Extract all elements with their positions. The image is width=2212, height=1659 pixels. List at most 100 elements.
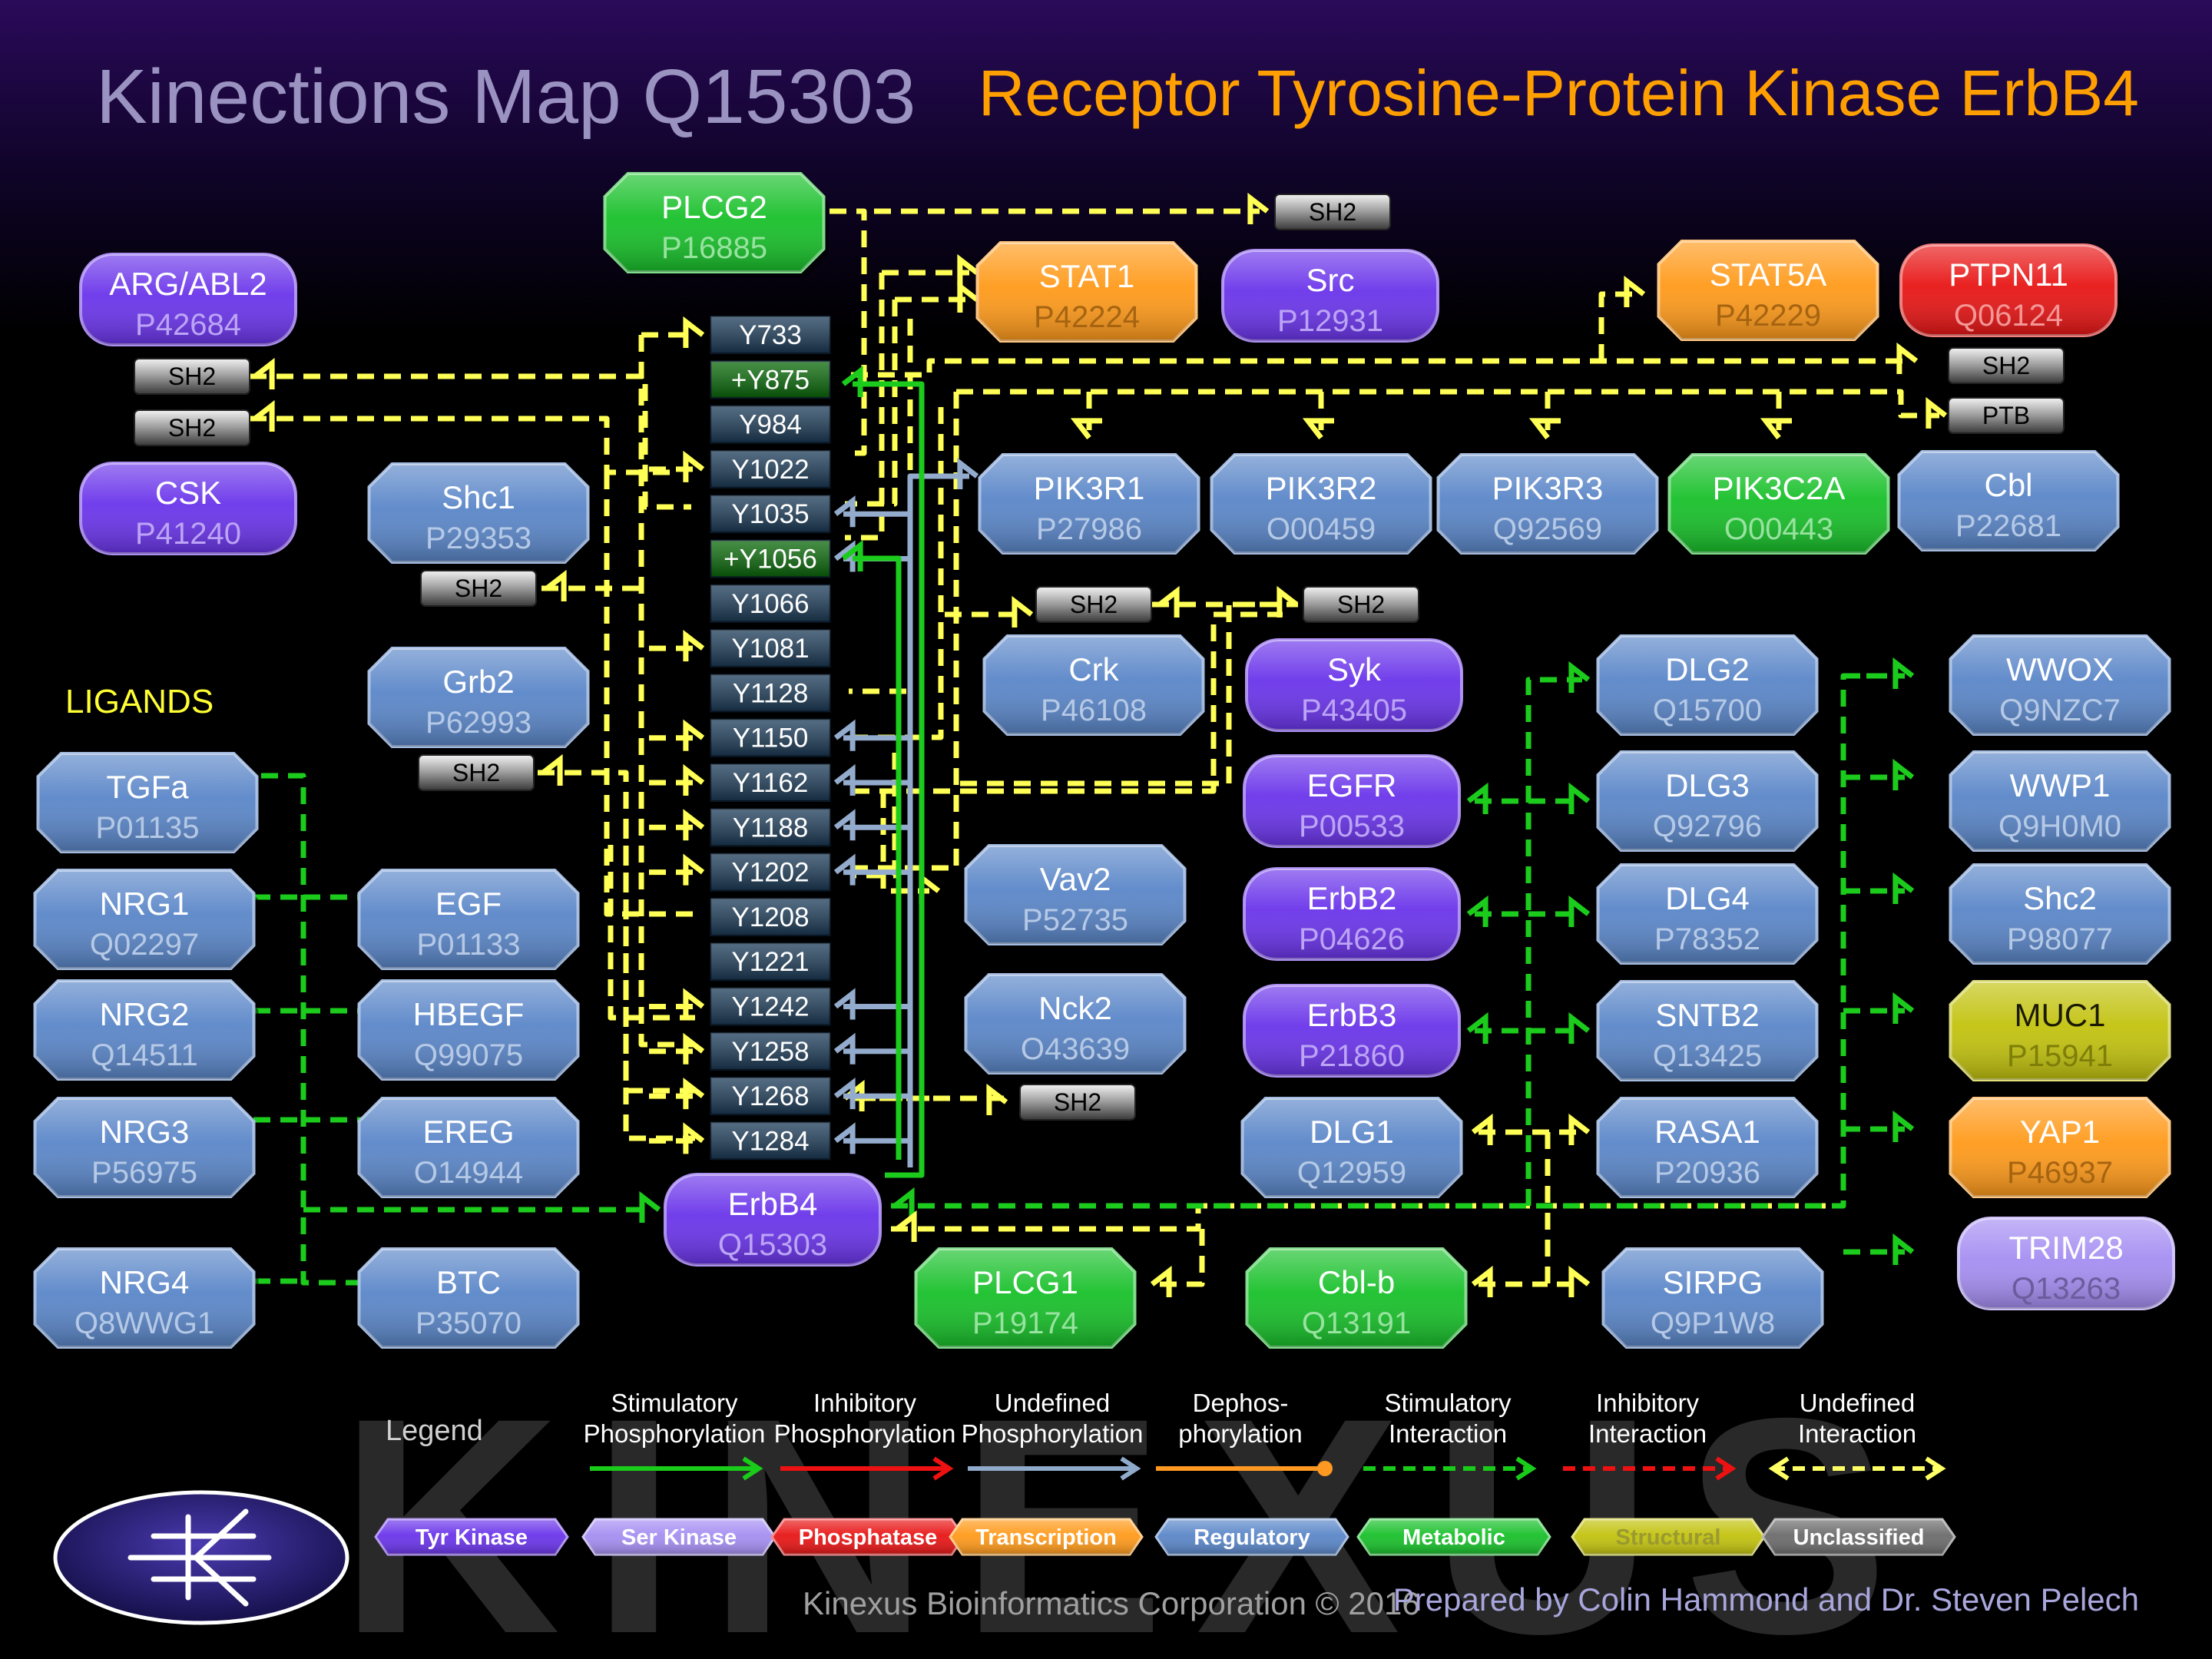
node-shine (916, 1249, 1135, 1347)
site-y1066[interactable]: Y1066 (710, 584, 831, 623)
legend-arrowhead (1715, 1456, 1737, 1481)
site-shine (710, 406, 830, 443)
arrowhead (639, 1190, 661, 1223)
tag-label: SH2 (1982, 352, 2030, 379)
legend-arrowhead (1120, 1456, 1141, 1481)
arrowhead (1277, 585, 1299, 618)
site-y733[interactable]: Y733 (710, 316, 831, 354)
arrowhead (1892, 758, 1915, 790)
site-y1202[interactable]: Y1202 (710, 853, 831, 892)
site-y875[interactable]: +Y875 (710, 360, 831, 399)
arrowhead (1150, 1265, 1172, 1297)
legend-category-phosphatase: Phosphatase (770, 1518, 965, 1556)
legend-item-dephos: Dephos-phorylation (1156, 1389, 1333, 1476)
node-name: STAT1 (1039, 258, 1134, 294)
node-shine (359, 1098, 578, 1197)
site-label: Y1208 (731, 902, 809, 932)
site-y1162[interactable]: Y1162 (710, 763, 831, 802)
node-name: ARG/ABL2 (109, 266, 267, 302)
site-y1258[interactable]: Y1258 (710, 1031, 831, 1071)
site-y1022[interactable]: Y1022 (710, 449, 831, 488)
node-shine (1598, 752, 1817, 850)
node-name: Nck2 (1038, 990, 1112, 1026)
legend-category-shine (376, 1519, 568, 1555)
site-y984[interactable]: Y984 (710, 405, 831, 444)
site-shine (710, 674, 830, 712)
arrowhead (1892, 1110, 1915, 1142)
site-y1284[interactable]: Y1284 (710, 1121, 831, 1161)
map-title: Kinections Map Q15303 (96, 54, 916, 140)
tag-box (134, 358, 250, 395)
site-y1221[interactable]: Y1221 (710, 942, 831, 982)
arrowhead (1892, 872, 1915, 904)
site-y1056[interactable]: +Y1056 (710, 539, 831, 578)
site-y1035[interactable]: Y1035 (710, 495, 831, 534)
site-y1188[interactable]: Y1188 (710, 808, 831, 847)
arrowhead (683, 763, 705, 796)
node-accession: P01133 (417, 928, 521, 962)
site-label: Y733 (739, 320, 802, 350)
node-shine (1669, 455, 1889, 553)
site-y1150[interactable]: Y1150 (710, 718, 831, 757)
node-shine (1598, 982, 1817, 1080)
node-accession: P41240 (135, 517, 241, 551)
site-y1128[interactable]: Y1128 (710, 674, 831, 713)
node-shine (1950, 1098, 2170, 1197)
site-shine (710, 540, 830, 578)
legend-category-tyr_kinase: Tyr Kinase (374, 1518, 569, 1556)
site-y1081[interactable]: Y1081 (710, 629, 831, 668)
site-y1242[interactable]: Y1242 (710, 987, 831, 1026)
site-y1208[interactable]: Y1208 (710, 897, 831, 936)
tag-box (1948, 397, 2065, 434)
site-y1268[interactable]: Y1268 (710, 1077, 831, 1116)
tag-label: SH2 (452, 759, 500, 786)
arrowhead (833, 853, 856, 886)
